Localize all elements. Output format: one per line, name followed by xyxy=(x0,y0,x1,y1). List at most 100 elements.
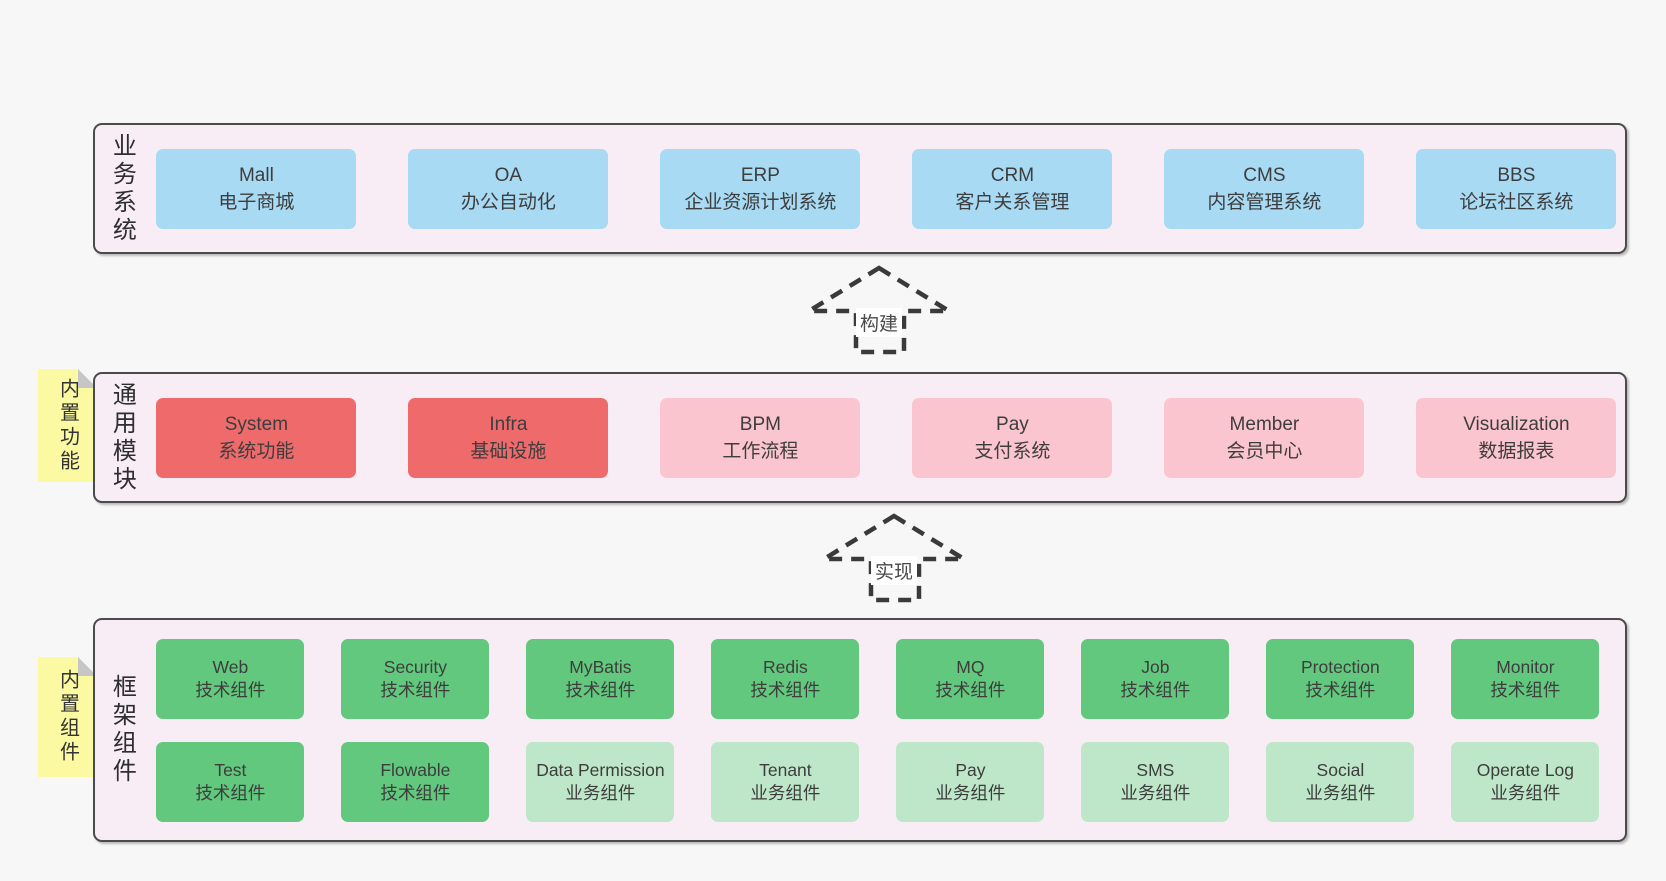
box-name: OA xyxy=(494,164,523,186)
box-desc: 技术组件 xyxy=(195,679,266,700)
box-name: Infra xyxy=(489,413,528,435)
box-name: Pay xyxy=(955,759,986,780)
box-desc: 企业资源计划系统 xyxy=(684,191,837,213)
box-desc: 论坛社区系统 xyxy=(1459,191,1574,213)
module-box-member: Member 会员中心 xyxy=(1164,397,1365,478)
box-desc: 技术组件 xyxy=(1490,679,1561,700)
box-name: Social xyxy=(1316,759,1365,780)
system-box-oa: OA 办公自动化 xyxy=(408,148,609,229)
box-desc: 技术组件 xyxy=(1305,679,1376,700)
section-title-framework: 框架组件 xyxy=(108,674,136,786)
section-common-modules: 通用模块 System 系统功能 Infra 基础设施 BPM 工作流程 Pay… xyxy=(93,372,1627,503)
box-desc: 技术组件 xyxy=(565,679,636,700)
box-name: MyBatis xyxy=(569,656,632,677)
box-name: Pay xyxy=(996,413,1029,435)
box-desc: 办公自动化 xyxy=(460,191,556,213)
section-framework-components: 框架组件 Web 技术组件 Security 技术组件 MyBatis 技术组件… xyxy=(93,618,1627,842)
box-name: Web xyxy=(212,656,249,677)
framework-box-mq: MQ 技术组件 xyxy=(896,638,1045,719)
framework-box-tenant: Tenant 业务组件 xyxy=(711,741,860,822)
box-name: Protection xyxy=(1300,656,1380,677)
box-name: Monitor xyxy=(1496,656,1555,677)
dashed-up-arrow-build: 构建 xyxy=(806,265,952,355)
box-desc: 技术组件 xyxy=(195,782,266,803)
box-desc: 业务组件 xyxy=(750,782,821,803)
system-box-erp: ERP 企业资源计划系统 xyxy=(660,148,861,229)
box-name: CRM xyxy=(990,164,1035,186)
framework-box-web: Web 技术组件 xyxy=(156,638,305,719)
box-name: Visualization xyxy=(1463,413,1570,435)
arrow-label-implement: 实现 xyxy=(870,556,918,585)
box-desc: 支付系统 xyxy=(974,440,1051,462)
box-name: ERP xyxy=(740,164,780,186)
module-box-system: System 系统功能 xyxy=(156,397,357,478)
system-box-cms: CMS 内容管理系统 xyxy=(1164,148,1365,229)
box-name: Security xyxy=(383,656,447,677)
up-arrow-icon xyxy=(806,265,952,355)
box-name: Mall xyxy=(238,164,274,186)
framework-box-sms: SMS 业务组件 xyxy=(1081,741,1230,822)
box-desc: 业务组件 xyxy=(1120,782,1191,803)
module-box-pay: Pay 支付系统 xyxy=(912,397,1113,478)
framework-box-grid: Web 技术组件 Security 技术组件 MyBatis 技术组件 Redi… xyxy=(156,638,1600,822)
box-desc: 业务组件 xyxy=(565,782,636,803)
box-desc: 客户关系管理 xyxy=(955,191,1070,213)
box-desc: 内容管理系统 xyxy=(1207,191,1322,213)
box-name: BPM xyxy=(739,413,781,435)
box-name: Test xyxy=(214,759,247,780)
sticky-note-label: 内置功能 xyxy=(56,377,79,474)
box-desc: 会员中心 xyxy=(1226,440,1303,462)
box-name: Member xyxy=(1229,413,1300,435)
box-desc: 系统功能 xyxy=(218,440,295,462)
module-box-visualization: Visualization 数据报表 xyxy=(1416,397,1617,478)
box-desc: 业务组件 xyxy=(935,782,1006,803)
module-box-row: System 系统功能 Infra 基础设施 BPM 工作流程 Pay 支付系统… xyxy=(156,397,1617,478)
box-name: Flowable xyxy=(380,759,451,780)
framework-box-protection: Protection 技术组件 xyxy=(1266,638,1415,719)
framework-box-monitor: Monitor 技术组件 xyxy=(1451,638,1600,719)
section-title-modules: 通用模块 xyxy=(108,381,136,494)
framework-row-1: Web 技术组件 Security 技术组件 MyBatis 技术组件 Redi… xyxy=(156,638,1600,719)
box-desc: 技术组件 xyxy=(380,782,451,803)
box-desc: 技术组件 xyxy=(1120,679,1191,700)
box-name: CMS xyxy=(1243,164,1286,186)
framework-box-test: Test 技术组件 xyxy=(156,741,305,822)
up-arrow-icon xyxy=(821,513,967,603)
framework-box-flowable: Flowable 技术组件 xyxy=(341,741,490,822)
box-desc: 业务组件 xyxy=(1305,782,1376,803)
box-name: Tenant xyxy=(759,759,812,780)
system-box-crm: CRM 客户关系管理 xyxy=(912,148,1113,229)
box-desc: 业务组件 xyxy=(1490,782,1561,803)
box-name: Operate Log xyxy=(1476,759,1575,780)
system-box-mall: Mall 电子商城 xyxy=(156,148,357,229)
framework-box-redis: Redis 技术组件 xyxy=(711,638,860,719)
module-box-bpm: BPM 工作流程 xyxy=(660,397,861,478)
section-business-systems: 业务系统 Mall 电子商城 OA 办公自动化 ERP 企业资源计划系统 CRM… xyxy=(93,123,1627,254)
business-box-row: Mall 电子商城 OA 办公自动化 ERP 企业资源计划系统 CRM 客户关系… xyxy=(156,148,1617,229)
box-name: BBS xyxy=(1497,164,1536,186)
box-name: Redis xyxy=(763,656,808,677)
box-name: MQ xyxy=(956,656,985,677)
box-desc: 技术组件 xyxy=(380,679,451,700)
box-desc: 数据报表 xyxy=(1478,440,1555,462)
framework-box-data-permission: Data Permission 业务组件 xyxy=(526,741,675,822)
sticky-note-label: 内置组件 xyxy=(56,669,79,765)
box-name: Data Permission xyxy=(536,759,665,780)
framework-row-2: Test 技术组件 Flowable 技术组件 Data Permission … xyxy=(156,741,1600,822)
box-name: System xyxy=(224,413,289,435)
section-title-business: 业务系统 xyxy=(108,132,136,245)
box-desc: 技术组件 xyxy=(935,679,1006,700)
framework-box-operate-log: Operate Log 业务组件 xyxy=(1451,741,1600,822)
arrow-label-build: 构建 xyxy=(855,308,903,337)
framework-box-security: Security 技术组件 xyxy=(341,638,490,719)
framework-box-job: Job 技术组件 xyxy=(1081,638,1230,719)
system-box-bbs: BBS 论坛社区系统 xyxy=(1416,148,1617,229)
framework-box-social: Social 业务组件 xyxy=(1266,741,1415,822)
box-desc: 电子商城 xyxy=(218,191,295,213)
box-desc: 基础设施 xyxy=(470,440,547,462)
module-box-infra: Infra 基础设施 xyxy=(408,397,609,478)
sticky-note-built-in-features: 内置功能 xyxy=(38,369,97,482)
box-desc: 技术组件 xyxy=(750,679,821,700)
sticky-note-built-in-components: 内置组件 xyxy=(38,657,97,777)
framework-box-pay: Pay 业务组件 xyxy=(896,741,1045,822)
